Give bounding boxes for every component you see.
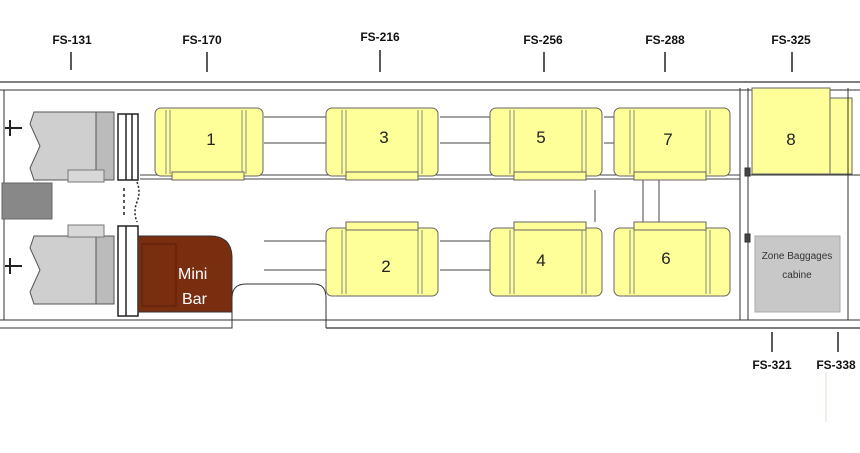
crew-seat-left-top xyxy=(5,111,115,183)
station-labels-top: FS-131 FS-170 FS-216 FS-256 FS-288 FS-32… xyxy=(52,30,811,47)
seat-number-3: 3 xyxy=(379,128,388,147)
station-label-fs216: FS-216 xyxy=(360,30,400,44)
seat-number-1: 1 xyxy=(206,130,215,149)
center-console xyxy=(1,182,53,220)
seat-2[interactable]: 2 xyxy=(325,221,439,297)
baggage-zone: Zone Baggages cabine xyxy=(754,235,841,313)
seat-3[interactable]: 3 xyxy=(325,107,439,181)
seat-7[interactable]: 7 xyxy=(613,107,731,181)
seat-6[interactable]: 6 xyxy=(613,221,731,297)
station-ticks-bottom xyxy=(771,332,839,422)
seat-8[interactable]: 8 xyxy=(751,87,853,175)
crew-seat-left-bottom xyxy=(5,224,115,305)
seat-number-5: 5 xyxy=(536,128,545,147)
mini-bar-label-line1: Mini xyxy=(178,266,207,283)
mini-bar: Mini Bar xyxy=(137,235,233,313)
station-label-fs288: FS-288 xyxy=(645,33,685,47)
baggage-zone-label-line1: Zone Baggages xyxy=(762,251,833,262)
seat-5[interactable]: 5 xyxy=(489,107,603,181)
station-label-fs321: FS-321 xyxy=(752,358,792,372)
station-label-fs325: FS-325 xyxy=(771,33,811,47)
seat-4[interactable]: 4 xyxy=(489,221,603,297)
mini-bar-label-line2: Bar xyxy=(182,291,208,308)
seat-1[interactable]: 1 xyxy=(154,107,264,181)
cockpit-area xyxy=(1,111,140,317)
station-label-fs170: FS-170 xyxy=(182,33,222,47)
seat-number-6: 6 xyxy=(661,249,670,268)
seat-number-4: 4 xyxy=(536,251,545,270)
cockpit-divider xyxy=(117,113,140,317)
station-label-fs338: FS-338 xyxy=(816,358,856,372)
station-label-fs131: FS-131 xyxy=(52,33,92,47)
seat-number-2: 2 xyxy=(381,257,390,276)
station-label-fs256: FS-256 xyxy=(523,33,563,47)
seat-number-7: 7 xyxy=(663,130,672,149)
station-ticks-top xyxy=(70,50,793,72)
seat-number-8: 8 xyxy=(786,130,795,149)
baggage-zone-label-line2: cabine xyxy=(782,270,812,281)
station-labels-bottom: FS-321 FS-338 xyxy=(752,358,856,372)
aft-bulkhead xyxy=(739,88,860,320)
